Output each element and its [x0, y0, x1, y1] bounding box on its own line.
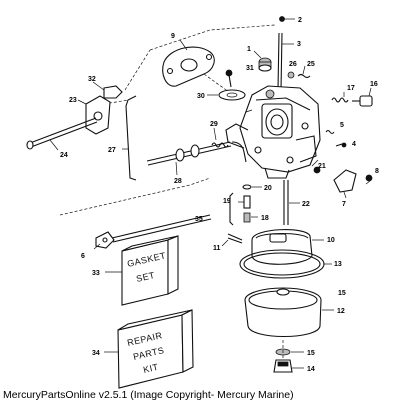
callout-19: 19	[223, 198, 231, 205]
callout-27: 27	[108, 147, 116, 154]
part-31-screw	[225, 69, 233, 88]
callout-5: 5	[340, 122, 344, 129]
part-19-jet	[238, 195, 251, 209]
part-1-cap	[253, 50, 272, 72]
part-22-pin	[283, 180, 300, 225]
part-13-gasket-ring	[239, 249, 332, 279]
callout-30: 30	[197, 93, 205, 100]
callout-7: 7	[342, 201, 346, 208]
callout-17: 17	[347, 85, 355, 92]
callout-4: 4	[352, 141, 356, 148]
callout-12: 12	[337, 308, 345, 315]
callout-16: 16	[370, 81, 378, 88]
gasket-set-label-line2: SET	[135, 270, 156, 284]
gasket-set-box	[105, 235, 179, 306]
part-2-screw	[279, 16, 295, 22]
callout-2: 2	[298, 17, 302, 24]
part-15-washer-lower	[275, 348, 304, 356]
callout-35: 35	[195, 216, 203, 223]
part-3-pin	[277, 32, 294, 91]
callout-29: 29	[210, 121, 218, 128]
callout-8: 8	[375, 168, 379, 175]
callout-9: 9	[171, 33, 175, 40]
part-18-seat	[243, 212, 258, 223]
callout-10: 10	[327, 237, 335, 244]
callout-3: 3	[297, 41, 301, 48]
part-28-shaft	[146, 141, 247, 176]
carburetor-body	[225, 85, 321, 179]
callout-14: 14	[307, 366, 315, 373]
callout-22: 22	[302, 201, 310, 208]
part-20-washer	[242, 184, 262, 190]
part-27-link-rod	[122, 95, 137, 181]
part-8-screw	[365, 174, 373, 185]
part-23-bracket	[77, 95, 111, 135]
callout-32: 32	[88, 76, 96, 83]
callout-11: 11	[213, 245, 221, 252]
part-4-screw	[335, 142, 347, 148]
callout-26: 26	[289, 61, 297, 68]
callout-34: 34	[92, 350, 100, 357]
callout-15-lower: 15	[307, 350, 315, 357]
callout-21: 21	[318, 163, 326, 170]
part-9-gasket	[162, 39, 215, 87]
repair-parts-kit-box	[104, 309, 194, 389]
callout-31: 31	[246, 65, 254, 72]
part-12-float-bowl	[244, 287, 334, 338]
callout-20: 20	[264, 185, 272, 192]
part-25-spring	[297, 65, 311, 79]
callout-23: 23	[69, 97, 77, 104]
part-6-shaft	[93, 214, 212, 250]
callout-24: 24	[60, 152, 68, 159]
callout-25: 25	[307, 61, 315, 68]
part-26-ring	[287, 71, 295, 79]
part-29-spring	[211, 127, 229, 148]
callout-6: 6	[81, 253, 85, 260]
part-30-plate	[207, 89, 246, 101]
callout-33: 33	[92, 270, 100, 277]
part-14-nut	[273, 359, 304, 373]
callout-18: 18	[261, 215, 269, 222]
repair-kit-label-line3: KIT	[142, 362, 159, 375]
part-5-spring	[325, 129, 335, 135]
callout-1: 1	[247, 46, 251, 53]
image-caption: MercuryPartsOnline v2.5.1 (Image Copyrig…	[3, 389, 294, 401]
part-10-float	[251, 229, 324, 265]
part-11-needle	[221, 233, 243, 247]
callout-13: 13	[334, 261, 342, 268]
part-21-screw	[311, 159, 321, 174]
part-16-needle	[352, 87, 373, 107]
callout-15-upper: 15	[338, 290, 346, 297]
part-7-bracket	[333, 169, 357, 199]
part-32-lever	[92, 81, 123, 99]
part-24-rod	[26, 117, 98, 151]
part-17-spring	[331, 92, 349, 103]
callout-28: 28	[174, 178, 182, 185]
